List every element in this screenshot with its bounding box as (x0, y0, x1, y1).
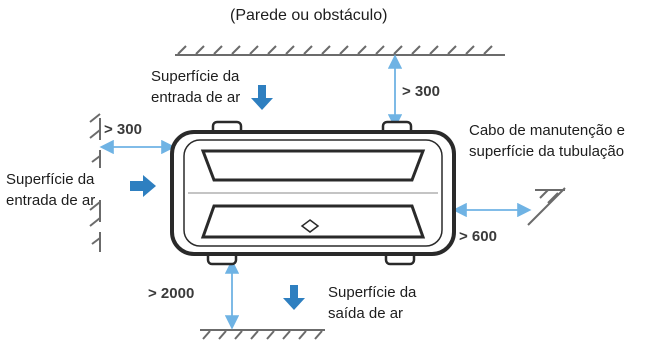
maintenance-label-line1: Cabo de manutenção e (469, 122, 625, 139)
outlet-label-line2: saída de ar (328, 305, 404, 322)
right-wall (527, 187, 566, 226)
top-inlet-label-line2: entrada de ar (151, 89, 241, 106)
maintenance-label-line2: superfície da tubulação (469, 143, 625, 160)
left-clearance-value: > 300 (104, 121, 142, 138)
left-inlet-label-line1: Superfície da (6, 171, 95, 188)
top-clearance-value: > 300 (402, 83, 440, 100)
top-inlet-label-line1: Superfície da (151, 68, 240, 85)
top-wall (175, 45, 505, 56)
right-clearance-value: > 600 (459, 228, 497, 245)
outlet-label-line1: Superfície da (328, 284, 417, 301)
airflow-arrows (130, 85, 305, 310)
left-inlet-arrow-icon (130, 175, 156, 197)
lower-grille (200, 204, 426, 239)
indoor-unit (170, 120, 456, 266)
top-inlet-arrow-icon (251, 85, 273, 110)
upper-grille (200, 149, 426, 182)
clearance-dimension-lines (99, 54, 532, 330)
left-inlet-label-line2: entrada de ar (6, 192, 96, 209)
diagram-title: (Parede ou obstáculo) (230, 7, 388, 24)
bottom-wall (200, 329, 325, 340)
bottom-clearance-value: > 2000 (148, 285, 195, 302)
outlet-arrow-icon (283, 285, 305, 310)
